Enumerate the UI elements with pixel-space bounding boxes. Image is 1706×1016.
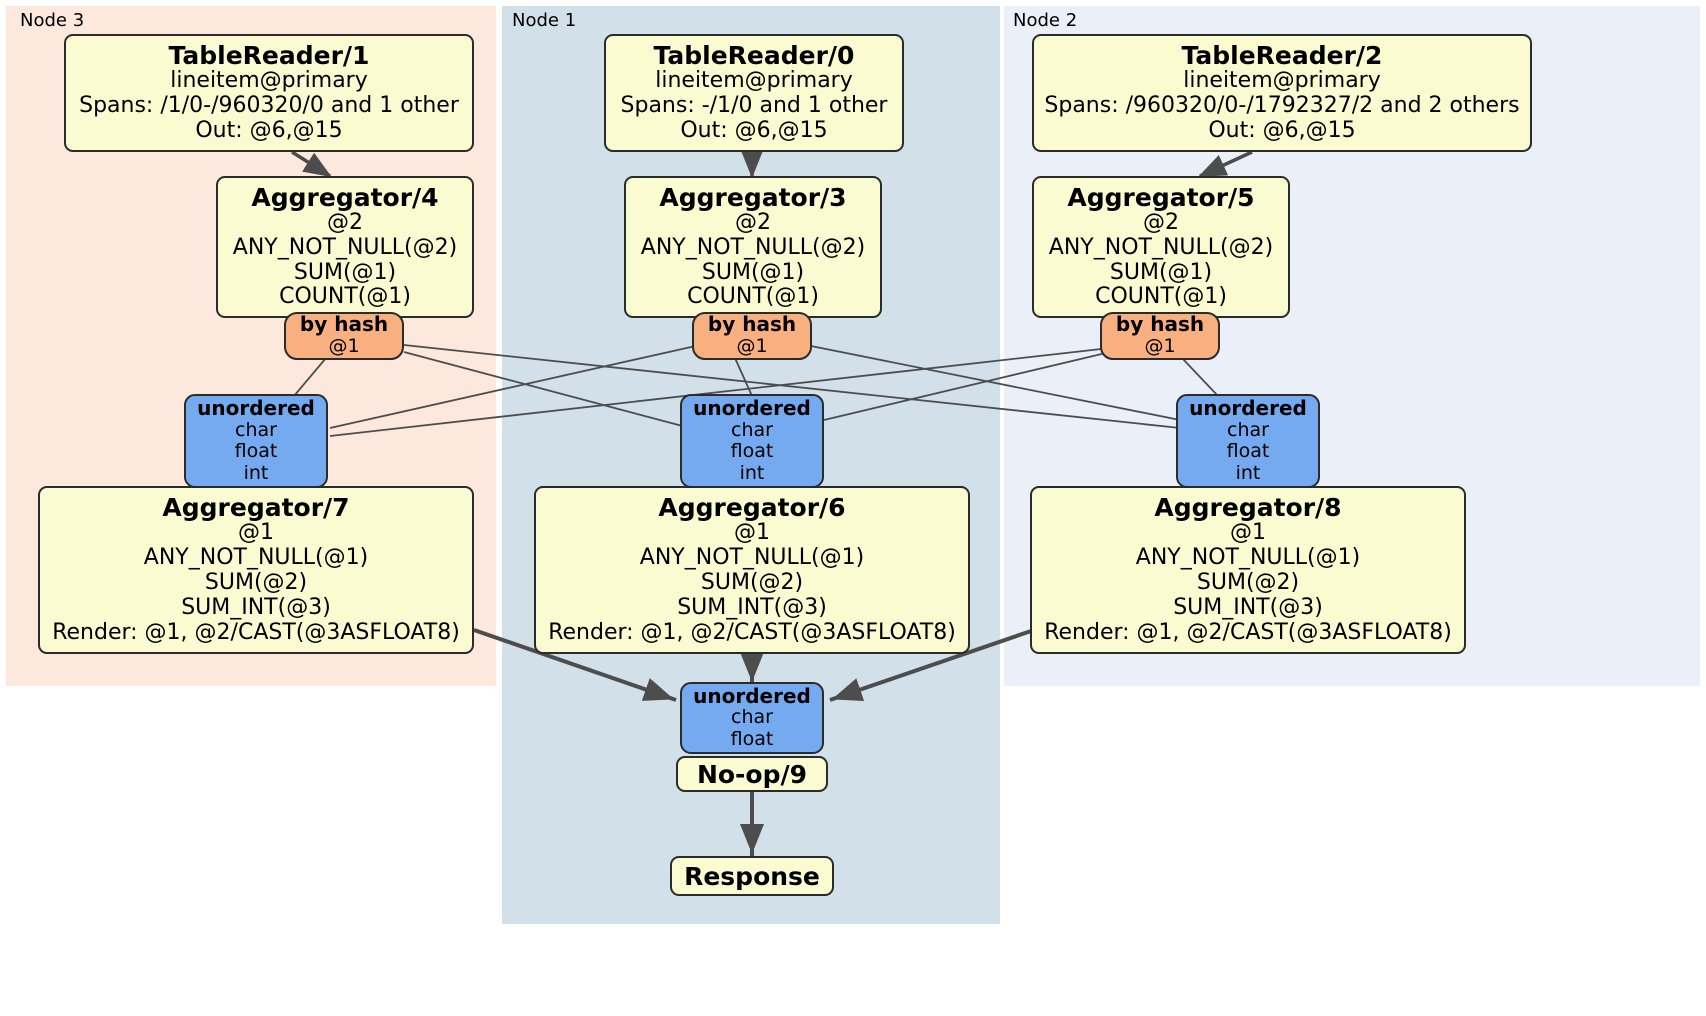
node-render: Render: @1, @2/CAST(@3ASFLOAT8): [548, 619, 956, 645]
sync-detail: float: [730, 440, 774, 463]
node-detail: SUM(@2): [700, 570, 804, 596]
node-detail: @2: [1143, 209, 1179, 235]
node-detail: ANY_NOT_NULL(@2): [640, 234, 866, 260]
sync-detail: float: [730, 727, 774, 750]
node-detail: @1: [1230, 520, 1266, 546]
node-detail: ANY_NOT_NULL(@1): [1135, 545, 1361, 571]
sync-detail: int: [739, 461, 765, 484]
sync-unordered-left[interactable]: unordered char float int: [184, 394, 328, 488]
node-detail: lineitem@primary: [170, 68, 368, 94]
cluster-label-node-2: Node 2: [1013, 10, 1078, 31]
node-detail: Out: @6,@15: [195, 117, 343, 143]
node-tablereader-1[interactable]: TableReader/1 lineitem@primary Spans: /1…: [64, 34, 474, 152]
cluster-label-node-1: Node 1: [512, 10, 577, 31]
node-aggregator-4[interactable]: Aggregator/4 @2 ANY_NOT_NULL(@2) SUM(@1)…: [216, 176, 474, 318]
router-title: by hash: [1115, 312, 1205, 337]
node-detail: @1: [734, 520, 770, 546]
node-no-op-9[interactable]: No-op/9: [676, 756, 828, 792]
sync-unordered-center[interactable]: unordered char float int: [680, 394, 824, 488]
node-detail: SUM_INT(@3): [677, 594, 827, 620]
node-title: TableReader/0: [653, 41, 855, 71]
sync-detail: float: [1226, 440, 1270, 463]
node-aggregator-3[interactable]: Aggregator/3 @2 ANY_NOT_NULL(@2) SUM(@1)…: [624, 176, 882, 318]
node-title: Aggregator/5: [1067, 182, 1255, 212]
node-tablereader-2[interactable]: TableReader/2 lineitem@primary Spans: /9…: [1032, 34, 1532, 152]
node-detail: Spans: /960320/0-/1792327/2 and 2 others: [1044, 93, 1520, 119]
node-detail: SUM(@1): [293, 259, 397, 285]
node-detail: Out: @6,@15: [1208, 117, 1356, 143]
node-title: Response: [684, 861, 820, 891]
node-detail: @2: [735, 209, 771, 235]
node-detail: lineitem@primary: [1183, 68, 1381, 94]
node-detail: ANY_NOT_NULL(@1): [639, 545, 865, 571]
sync-detail: char: [1227, 418, 1269, 441]
router-by-hash-left[interactable]: by hash @1: [284, 312, 404, 360]
node-detail: SUM(@1): [1109, 259, 1213, 285]
node-detail: COUNT(@1): [687, 284, 819, 310]
node-title: Aggregator/8: [1154, 493, 1342, 523]
router-detail: @1: [1144, 335, 1176, 358]
node-detail: ANY_NOT_NULL(@2): [1048, 234, 1274, 260]
node-detail: lineitem@primary: [655, 68, 853, 94]
router-by-hash-right[interactable]: by hash @1: [1100, 312, 1220, 360]
sync-unordered-right[interactable]: unordered char float int: [1176, 394, 1320, 488]
sync-title: unordered: [693, 683, 811, 708]
node-title: TableReader/2: [1181, 41, 1383, 71]
node-detail: ANY_NOT_NULL(@1): [143, 545, 369, 571]
sync-unordered-final[interactable]: unordered char float: [680, 682, 824, 754]
node-aggregator-7[interactable]: Aggregator/7 @1 ANY_NOT_NULL(@1) SUM(@2)…: [38, 486, 474, 654]
node-response[interactable]: Response: [670, 856, 834, 896]
node-detail: Spans: /1/0-/960320/0 and 1 other: [79, 93, 459, 119]
sync-title: unordered: [197, 396, 315, 420]
node-detail: SUM_INT(@3): [1173, 594, 1323, 620]
node-title: Aggregator/3: [659, 182, 847, 212]
node-detail: @2: [327, 209, 363, 235]
node-detail: SUM(@2): [1196, 570, 1300, 596]
node-detail: SUM(@2): [204, 570, 308, 596]
node-tablereader-0[interactable]: TableReader/0 lineitem@primary Spans: -/…: [604, 34, 904, 152]
router-detail: @1: [328, 335, 360, 358]
sync-detail: char: [731, 706, 773, 729]
router-detail: @1: [736, 335, 768, 358]
sync-detail: int: [243, 461, 269, 484]
node-title: Aggregator/6: [658, 493, 846, 523]
sync-title: unordered: [1189, 396, 1307, 420]
router-by-hash-center[interactable]: by hash @1: [692, 312, 812, 360]
node-detail: SUM(@1): [701, 259, 805, 285]
node-title: Aggregator/4: [251, 182, 439, 212]
node-aggregator-5[interactable]: Aggregator/5 @2 ANY_NOT_NULL(@2) SUM(@1)…: [1032, 176, 1290, 318]
node-render: Render: @1, @2/CAST(@3ASFLOAT8): [1044, 619, 1452, 645]
node-title: No-op/9: [696, 759, 808, 789]
node-detail: SUM_INT(@3): [181, 594, 331, 620]
sync-detail: char: [731, 418, 773, 441]
sync-title: unordered: [693, 396, 811, 420]
node-detail: Spans: -/1/0 and 1 other: [620, 93, 888, 119]
node-render: Render: @1, @2/CAST(@3ASFLOAT8): [52, 619, 460, 645]
node-title: Aggregator/7: [162, 493, 350, 523]
node-detail: @1: [238, 520, 274, 546]
router-title: by hash: [299, 312, 389, 337]
router-title: by hash: [707, 312, 797, 337]
cluster-label-node-3: Node 3: [20, 10, 85, 31]
sync-detail: float: [234, 440, 278, 463]
node-detail: ANY_NOT_NULL(@2): [232, 234, 458, 260]
node-aggregator-8[interactable]: Aggregator/8 @1 ANY_NOT_NULL(@1) SUM(@2)…: [1030, 486, 1466, 654]
node-aggregator-6[interactable]: Aggregator/6 @1 ANY_NOT_NULL(@1) SUM(@2)…: [534, 486, 970, 654]
node-title: TableReader/1: [168, 41, 370, 71]
node-detail: COUNT(@1): [279, 284, 411, 310]
node-detail: Out: @6,@15: [680, 117, 828, 143]
sync-detail: int: [1235, 461, 1261, 484]
sync-detail: char: [235, 418, 277, 441]
node-detail: COUNT(@1): [1095, 284, 1227, 310]
